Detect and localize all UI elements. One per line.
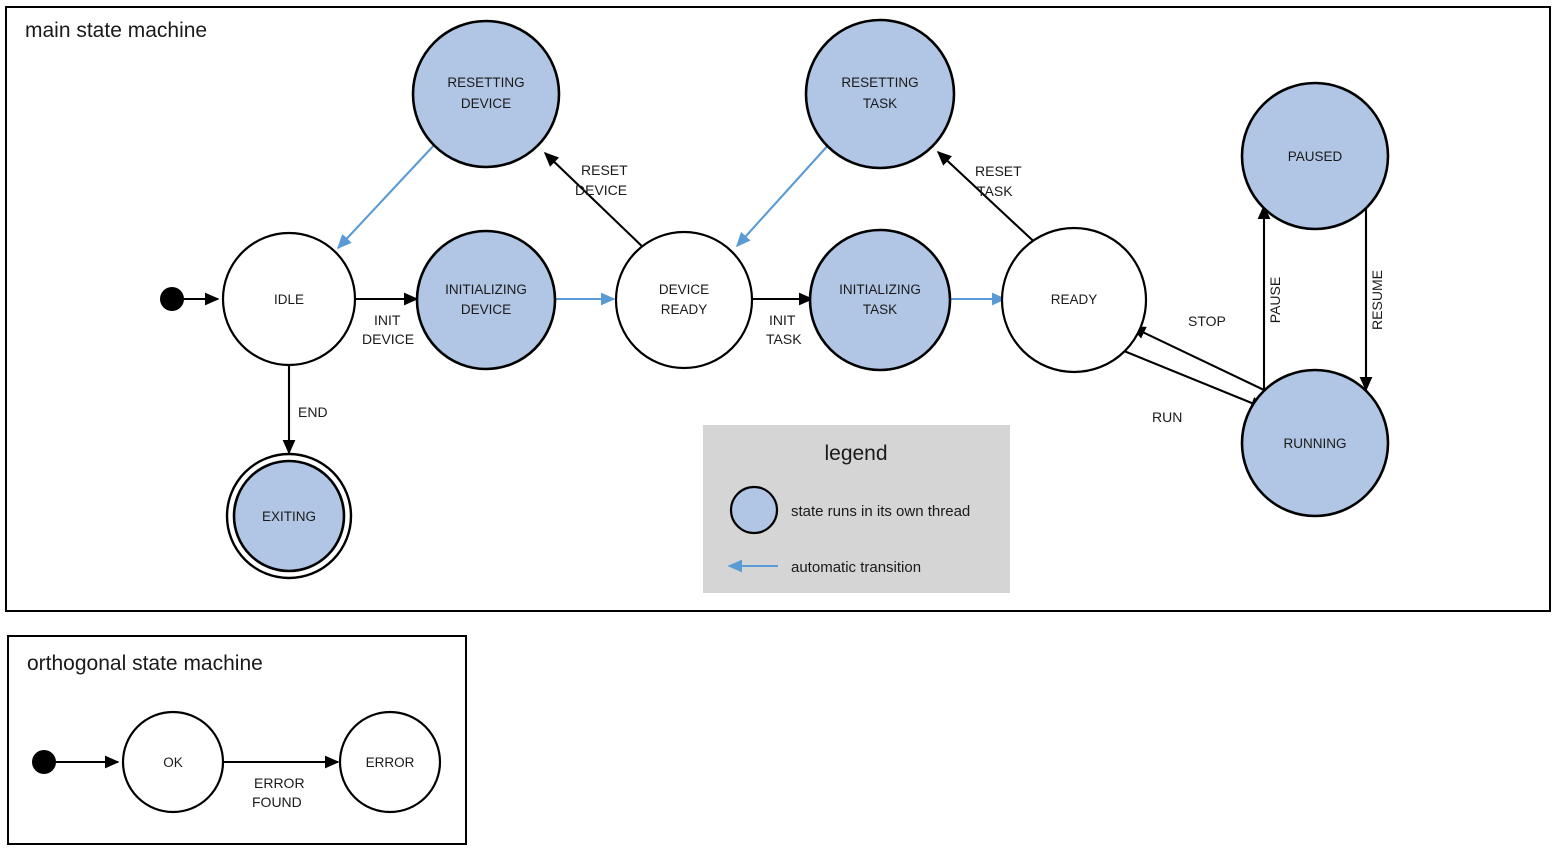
state-paused-label: PAUSED: [1288, 149, 1343, 164]
state-initializing-device-label-line1: INITIALIZING: [445, 282, 527, 297]
state-running-circle[interactable]: [1240, 368, 1390, 518]
main-edge-labels: INIT DEVICE RESET DEVICE INIT TASK RESET…: [298, 162, 1385, 425]
orthogonal-edge-labels: ERROR FOUND: [252, 775, 305, 810]
state-resetting-task-label-line2: TASK: [863, 96, 897, 111]
state-ready-label: READY: [1051, 292, 1098, 307]
state-ok[interactable]: OK: [121, 710, 225, 814]
edge-label-reset-task-line1: RESET: [975, 163, 1022, 179]
state-initializing-task-circle[interactable]: [808, 228, 952, 372]
transition-device-ready-to-resetting-device: [543, 151, 649, 253]
transition-resetting-device-to-idle: [336, 141, 438, 250]
edge-label-resume: RESUME: [1369, 270, 1385, 330]
main-frame-title: main state machine: [25, 19, 207, 42]
transition-ready-to-running: [1123, 350, 1266, 410]
state-ready[interactable]: READY: [1000, 226, 1148, 374]
state-ok-label: OK: [163, 755, 183, 770]
state-resetting-task-circle[interactable]: [804, 18, 956, 170]
orthogonal-frame-title: orthogonal state machine: [27, 652, 263, 675]
state-resetting-device-circle[interactable]: [411, 19, 561, 169]
state-device-ready[interactable]: DEVICE READY: [614, 230, 754, 370]
legend-thread-state-text: state runs in its own thread: [791, 503, 970, 520]
state-idle[interactable]: IDLE: [221, 231, 357, 367]
state-error[interactable]: ERROR: [338, 710, 442, 814]
state-initializing-device-label-line2: DEVICE: [461, 302, 511, 317]
legend: legend state runs in its own thread auto…: [703, 425, 1010, 593]
orthogonal-initial-state-dot: [32, 750, 56, 774]
state-paused[interactable]: PAUSED: [1240, 81, 1390, 231]
transition-ready-to-resetting-task: [936, 150, 1045, 252]
state-exiting-label: EXITING: [262, 509, 316, 524]
state-resetting-task[interactable]: RESETTING TASK: [804, 18, 956, 170]
orthogonal-states: OK ERROR: [32, 710, 442, 814]
state-idle-label: IDLE: [274, 292, 304, 307]
state-initializing-task[interactable]: INITIALIZING TASK: [808, 228, 952, 372]
edge-label-init-device-line2: DEVICE: [362, 331, 414, 347]
state-running-label: RUNNING: [1284, 436, 1347, 451]
edge-label-reset-device-line1: RESET: [581, 162, 628, 178]
edge-label-error-found-line1: ERROR: [254, 775, 305, 791]
edge-label-init-task-line2: TASK: [766, 331, 802, 347]
state-device-ready-circle[interactable]: [614, 230, 754, 370]
edge-label-end: END: [298, 404, 328, 420]
state-resetting-device-label-line1: RESETTING: [447, 75, 524, 90]
main-states: IDLE RESETTING DEVICE INITIALIZING DEVIC…: [160, 18, 1390, 580]
state-resetting-device[interactable]: RESETTING DEVICE: [411, 19, 561, 169]
state-initializing-task-label-line2: TASK: [863, 302, 897, 317]
state-initializing-device-circle[interactable]: [415, 229, 557, 371]
state-exiting[interactable]: EXITING: [225, 452, 353, 580]
edge-label-run: RUN: [1152, 409, 1182, 425]
state-error-label: ERROR: [366, 755, 415, 770]
state-exiting-circle[interactable]: [232, 459, 346, 573]
legend-thread-state-swatch: [729, 485, 779, 535]
state-paused-circle[interactable]: [1240, 81, 1390, 231]
edge-label-init-device-line1: INIT: [374, 312, 401, 328]
edge-label-stop: STOP: [1188, 313, 1226, 329]
state-ok-circle[interactable]: [121, 710, 225, 814]
state-initializing-task-label-line1: INITIALIZING: [839, 282, 921, 297]
transition-running-to-ready: [1130, 326, 1265, 391]
state-resetting-device-label-line2: DEVICE: [461, 96, 511, 111]
state-initializing-device[interactable]: INITIALIZING DEVICE: [415, 229, 557, 371]
transition-resetting-task-to-device-ready: [736, 141, 832, 248]
edge-label-error-found-line2: FOUND: [252, 794, 302, 810]
state-idle-circle[interactable]: [221, 231, 357, 367]
initial-state-dot: [160, 287, 184, 311]
edge-label-reset-task-line2: TASK: [977, 183, 1013, 199]
edge-label-reset-device-line2: DEVICE: [575, 182, 627, 198]
edge-label-init-task-line1: INIT: [769, 312, 796, 328]
state-ready-circle[interactable]: [1000, 226, 1148, 374]
main-transitions: [184, 141, 1373, 455]
state-running[interactable]: RUNNING: [1240, 368, 1390, 518]
edge-label-pause: PAUSE: [1267, 277, 1283, 323]
state-resetting-task-label-line1: RESETTING: [841, 75, 918, 90]
legend-title: legend: [824, 442, 887, 465]
legend-automatic-transition-text: automatic transition: [791, 559, 921, 576]
state-device-ready-label-line1: DEVICE: [659, 282, 709, 297]
state-error-circle[interactable]: [338, 710, 442, 814]
state-device-ready-label-line2: READY: [661, 302, 708, 317]
